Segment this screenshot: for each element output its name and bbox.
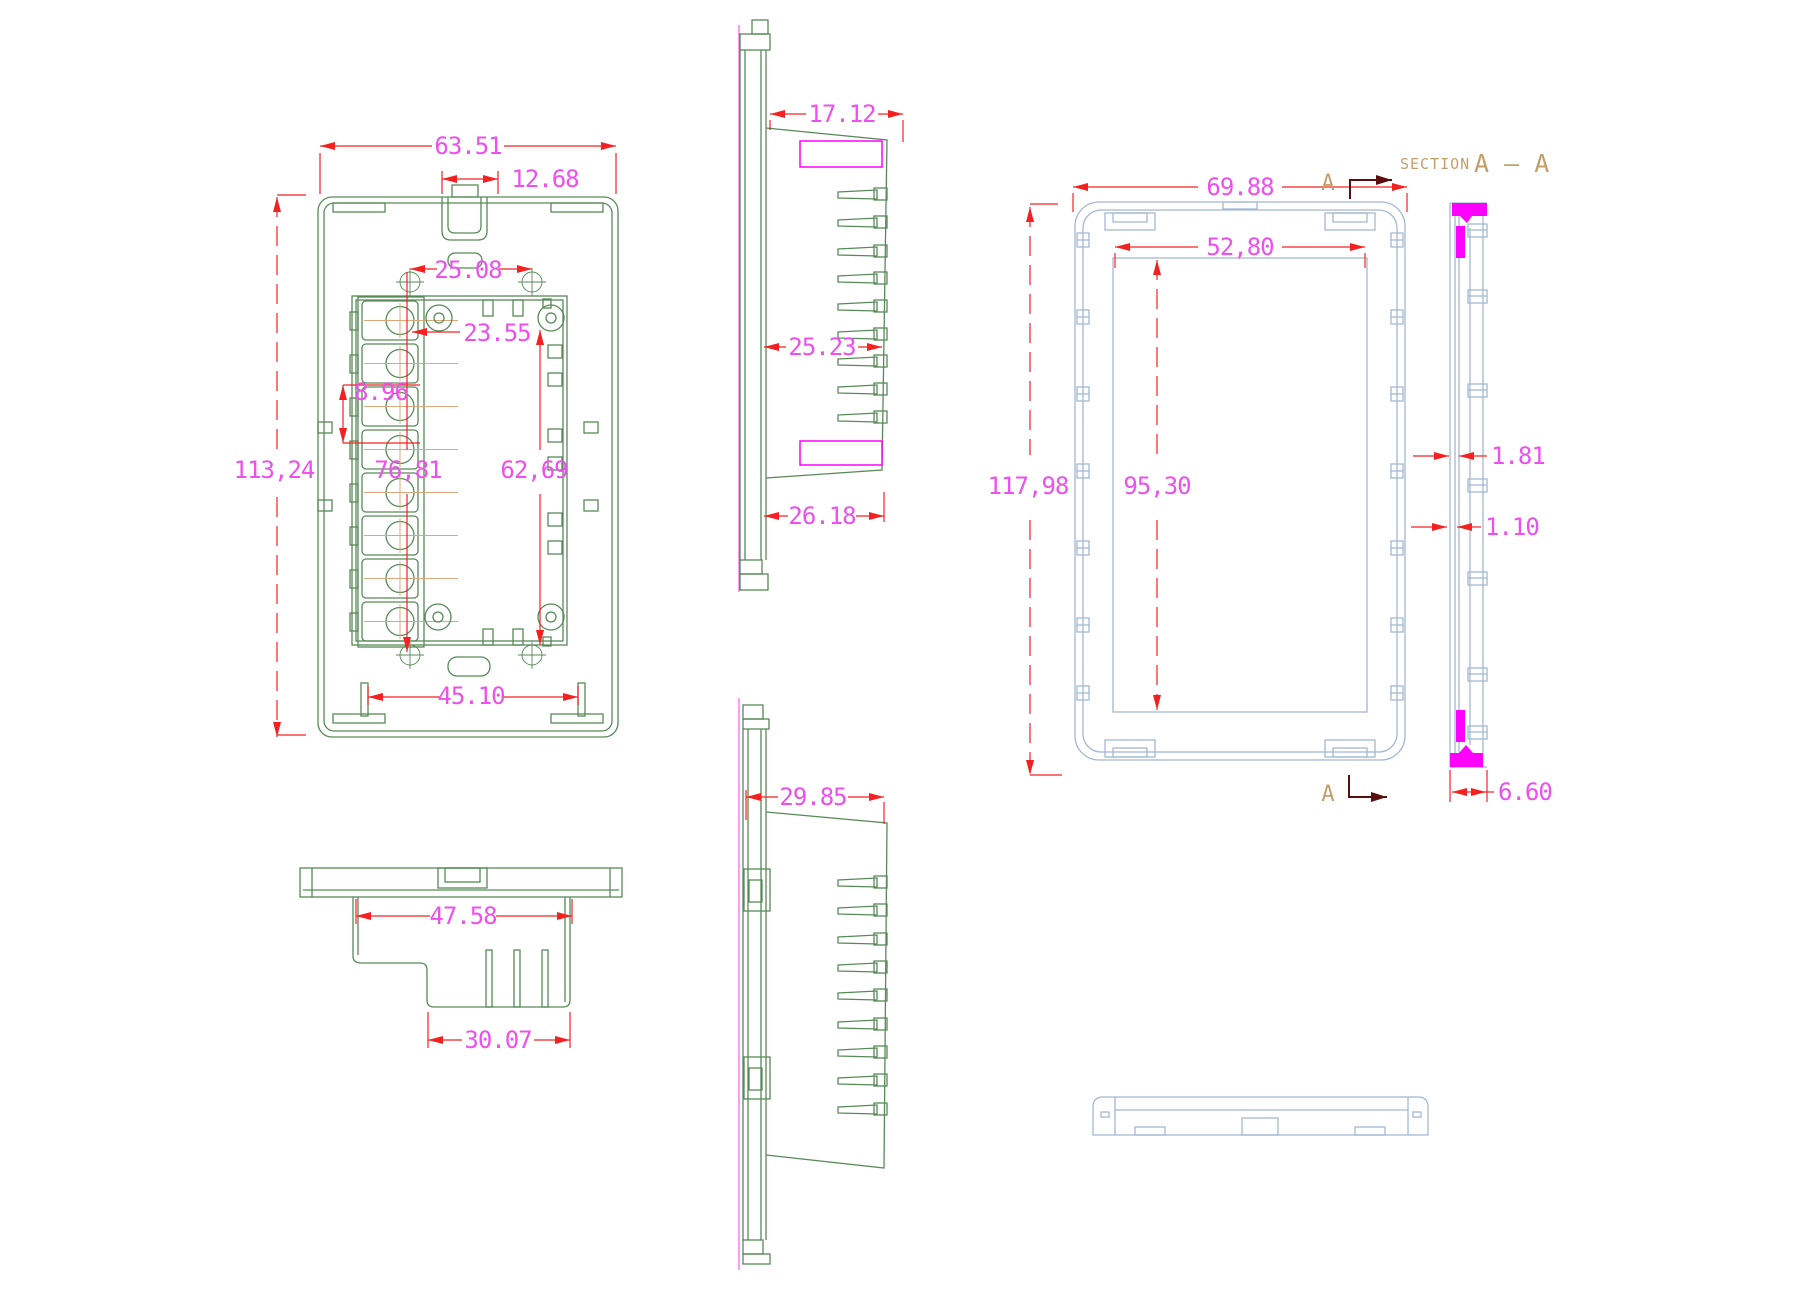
view-section-aa: 1.81 1.10 6.60 — [1411, 202, 1553, 806]
view-front-frame: 69.88 52,80 117,98 95,30 A A SECTION A —… — [988, 149, 1550, 807]
dim-outer-wall: 1.81 — [1491, 442, 1545, 470]
dim-frame-window-height: 95,30 — [1123, 472, 1190, 500]
section-title-designator: A — A — [1474, 149, 1549, 178]
dims-section-aa: 1.81 1.10 6.60 — [1411, 442, 1553, 806]
view-switch-body-side-b: 29.85 — [738, 698, 888, 1270]
dim-rib-span: 47.58 — [429, 902, 496, 930]
dim-frame-overall-height: 117,98 — [988, 472, 1069, 500]
dim-frame-overall-width: 69.88 — [1206, 173, 1273, 201]
front-frame-outline — [1074, 201, 1406, 761]
body-side-a-fins — [837, 187, 888, 424]
dims-switch-body-side-b: 29.85 — [745, 783, 885, 824]
dim-terminal-pitch: 8.96 — [354, 378, 408, 406]
back-plate-side-outline — [299, 867, 623, 1008]
dim-inner-wall: 1.10 — [1485, 513, 1539, 541]
section-arrow-bottom — [1348, 775, 1387, 802]
dims-front-frame: 69.88 52,80 117,98 95,30 — [988, 173, 1408, 776]
gasket-lower — [799, 440, 883, 466]
body-side-b-outline — [742, 704, 888, 1265]
dim-mid-depth: 25.23 — [788, 333, 855, 361]
view-back-plate-side: 47.58 30.07 — [299, 867, 623, 1054]
dim-top-screw-span: 25.08 — [434, 256, 501, 284]
section-marker-bottom: A — [1321, 782, 1334, 807]
dim-overall-height: 113,24 — [234, 456, 315, 484]
section-profile-outline — [1449, 202, 1488, 768]
dim-overall-width: 63.51 — [434, 132, 501, 160]
section-title: SECTION A — A — [1400, 149, 1549, 178]
dim-boss-column-height: 62,69 — [500, 456, 567, 484]
terminal-block — [349, 296, 425, 648]
section-hatch-fills — [1450, 203, 1487, 767]
dim-bottom-foot-span: 45.10 — [437, 682, 504, 710]
dim-rim-depth: 6.60 — [1498, 778, 1552, 806]
dim-bulge-width: 30.07 — [464, 1026, 531, 1054]
dims-back-plate-side: 47.58 30.07 — [355, 899, 573, 1054]
body-side-b-fins — [837, 875, 888, 1116]
section-cut-markers: A A — [1321, 171, 1392, 807]
dims-back-plate-front: 63.51 12.68 25.08 23.55 8.96 113,24 76,8… — [234, 132, 617, 737]
dim-frame-window-width: 52,80 — [1206, 233, 1273, 261]
section-arrow-top — [1349, 175, 1392, 199]
dim-base-depth: 26.18 — [788, 502, 855, 530]
view-back-plate-front: 63.51 12.68 25.08 23.55 8.96 113,24 76,8… — [234, 132, 619, 738]
section-marker-top: A — [1321, 171, 1334, 196]
body-side-a-outline — [739, 19, 888, 591]
frame-top-outline — [1092, 1096, 1429, 1136]
section-title-prefix: SECTION — [1400, 155, 1470, 173]
gasket-upper — [799, 140, 883, 168]
view-frame-top — [1092, 1096, 1429, 1136]
dim-overall-depth: 29.85 — [779, 783, 846, 811]
dim-screw-column-height: 76,81 — [374, 456, 441, 484]
view-switch-body-side-a: 17.12 25.23 26.18 — [738, 19, 904, 592]
dim-front-depth: 17.12 — [808, 100, 875, 128]
dims-switch-body-side-a: 17.12 25.23 26.18 — [764, 100, 904, 530]
dim-boss-span: 23.55 — [463, 319, 530, 347]
dim-tab-width: 12.68 — [511, 165, 578, 193]
back-plate-outline — [317, 184, 619, 738]
